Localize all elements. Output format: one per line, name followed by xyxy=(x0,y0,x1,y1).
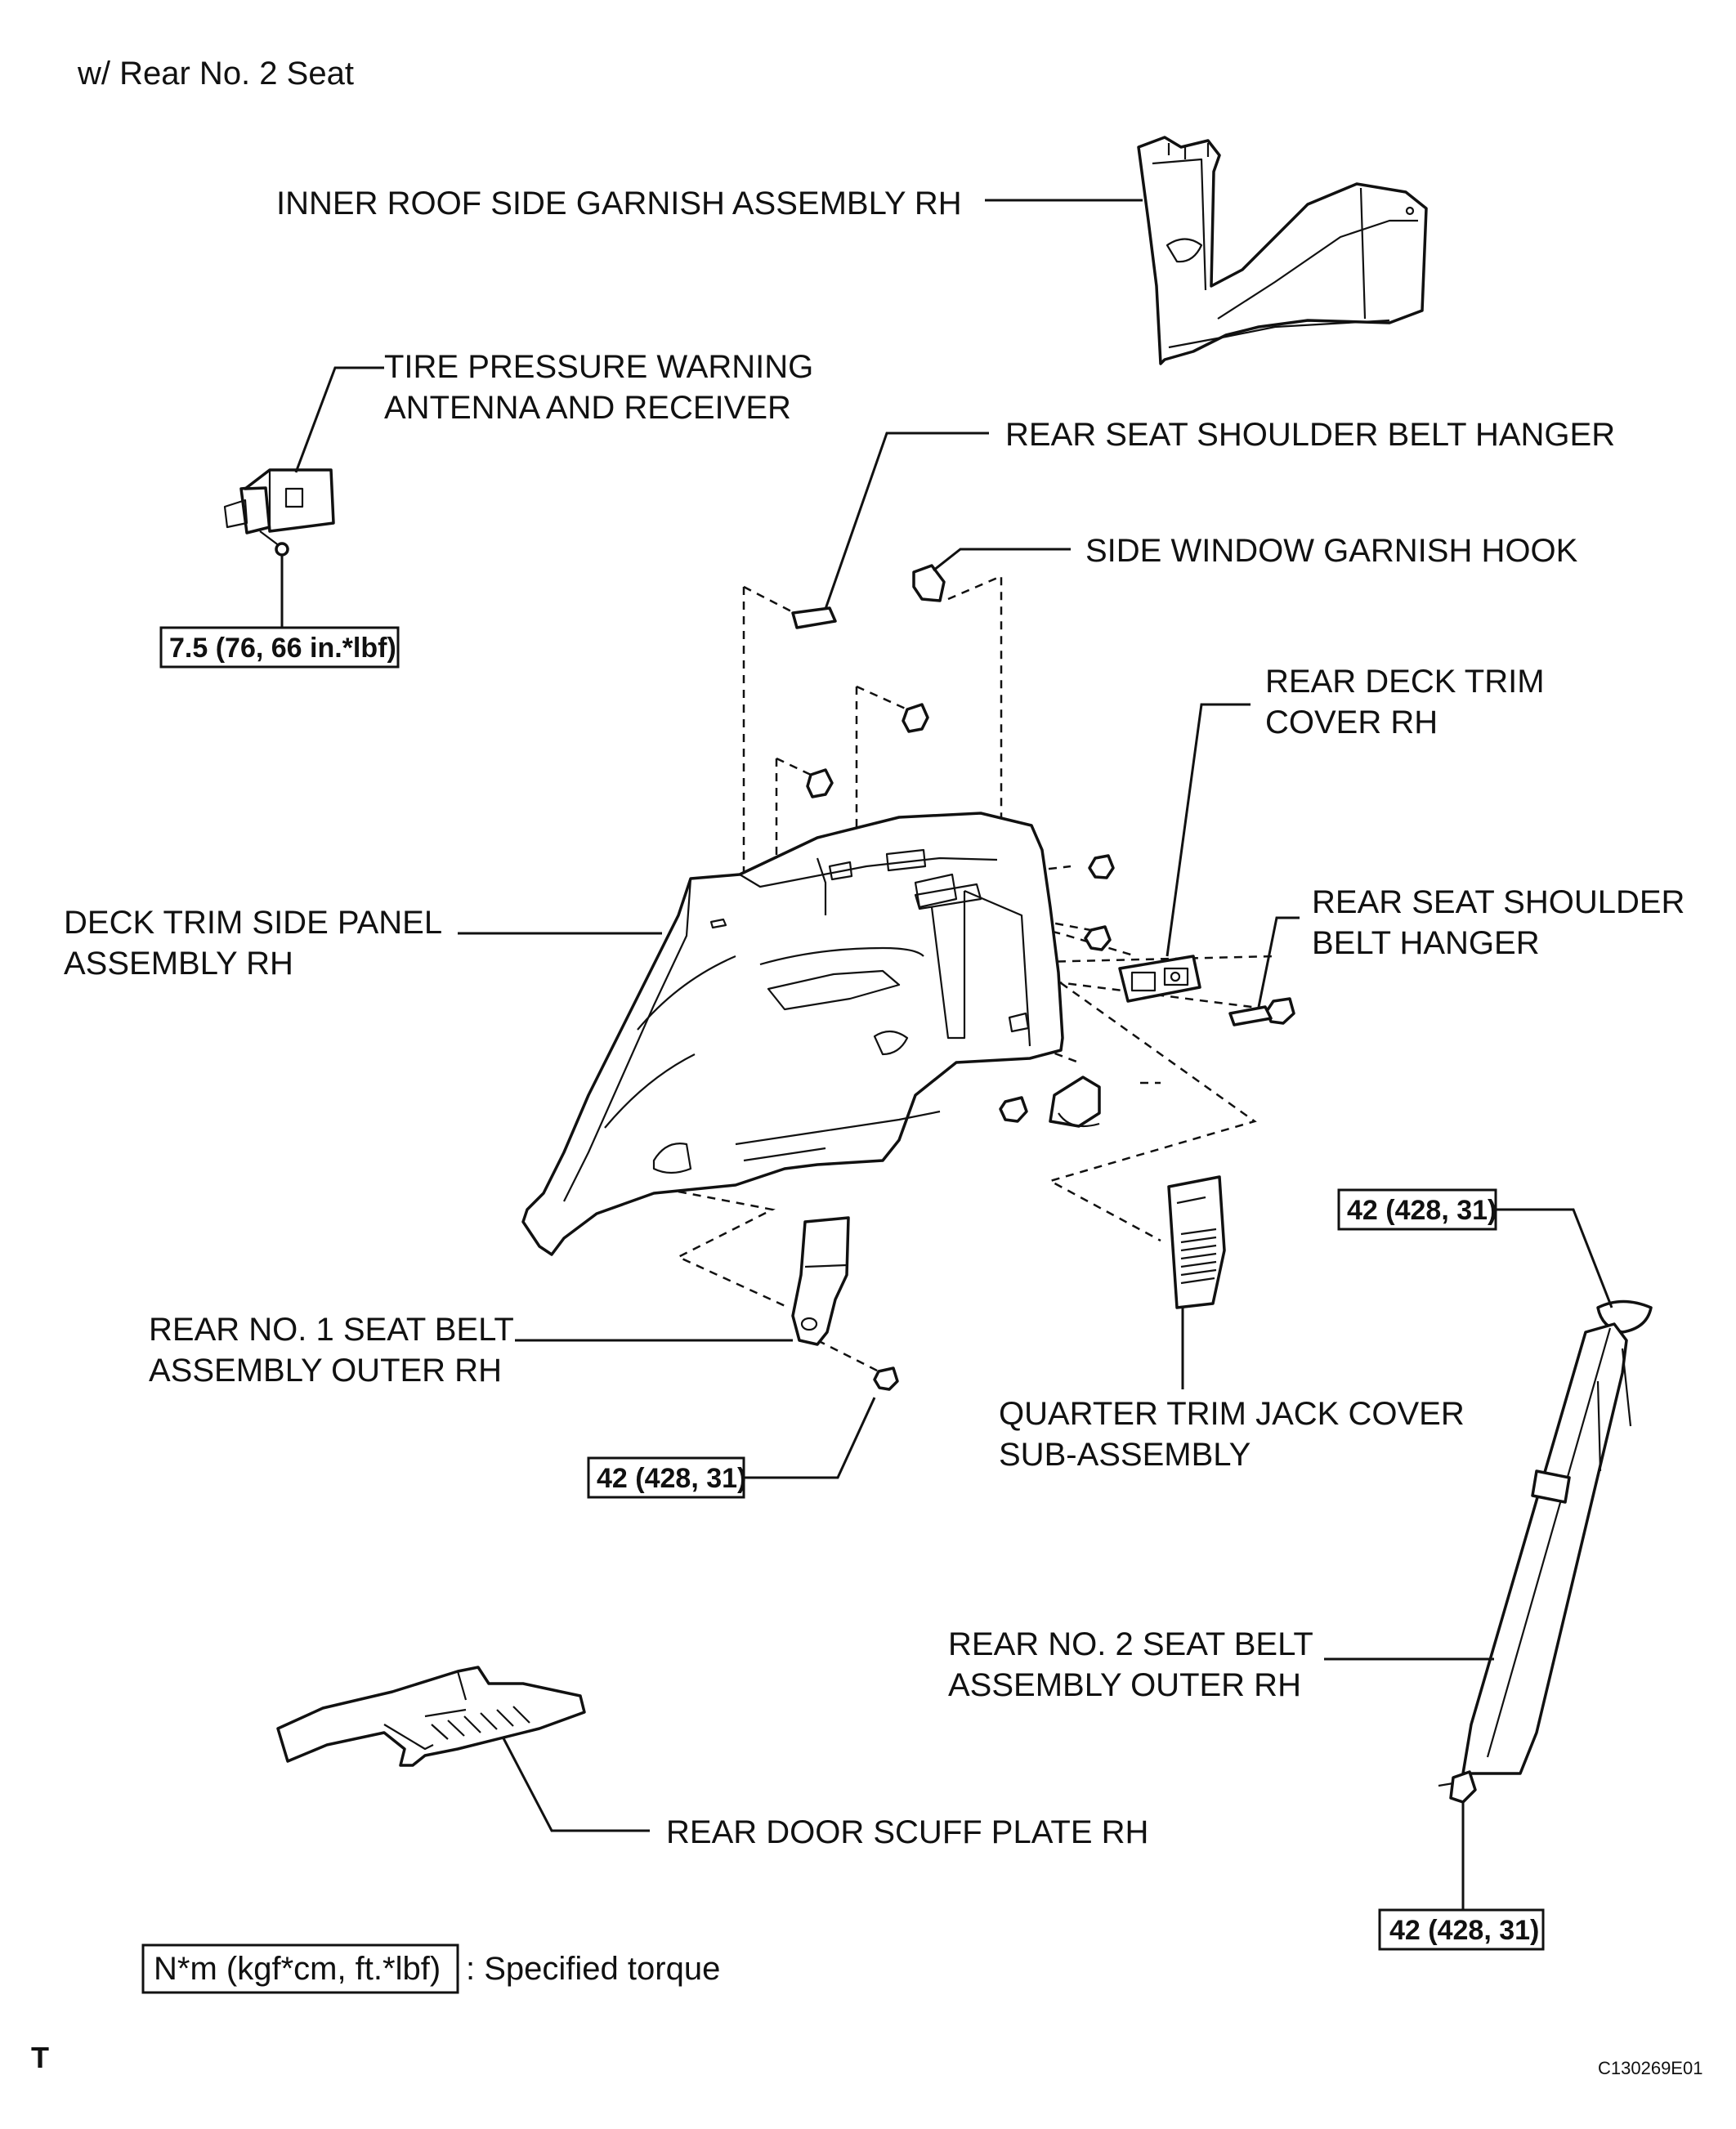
deck-cover-leader xyxy=(1166,703,1251,957)
inner-roof-side-garnish-drawing xyxy=(1137,136,1428,365)
hook-bracket-drawing xyxy=(1049,1076,1101,1128)
belt1-torque-value: 42 (428, 31) xyxy=(597,1463,746,1494)
scuff-label: REAR DOOR SCUFF PLATE RH xyxy=(666,1814,1148,1850)
belt2-top-leader xyxy=(1496,1208,1613,1308)
legend-unit-text: N*m (kgf*cm, ft.*lbf) xyxy=(154,1951,441,1987)
tire-torque-value: 7.5 (76, 66 in.*lbf) xyxy=(169,633,396,664)
shoulder-top-label: REAR SEAT SHOULDER BELT HANGER xyxy=(1005,417,1615,453)
shoulder-right-leader xyxy=(1257,916,1300,1008)
jack-label-line2: SUB-ASSEMBLY xyxy=(999,1437,1251,1473)
tire-pressure-receiver-drawing xyxy=(223,468,335,557)
legend-description: : Specified torque xyxy=(466,1951,720,1987)
scuff-leader xyxy=(501,1736,650,1832)
side-window-label: SIDE WINDOW GARNISH HOOK xyxy=(1085,533,1578,569)
side-window-leader xyxy=(933,548,1071,572)
corner-mark: T xyxy=(31,2041,49,2074)
figure-code: C130269E01 xyxy=(1598,2058,1702,2078)
belt1-bolt-leader xyxy=(744,1397,876,1479)
deck-cover-label-line1: REAR DECK TRIM xyxy=(1265,664,1545,700)
belt2-top-torque-box xyxy=(1337,1188,1497,1231)
deck-trim-side-panel-drawing xyxy=(521,812,1064,1256)
shoulder-belt-hanger-right-drawing xyxy=(1228,1005,1273,1026)
belt2-label-line2: ASSEMBLY OUTER RH xyxy=(948,1667,1301,1703)
belt1-label-line2: ASSEMBLY OUTER RH xyxy=(149,1353,502,1389)
rear-deck-trim-cover-drawing xyxy=(1118,955,1201,1003)
quarter-trim-jack-cover-drawing xyxy=(1167,1175,1226,1309)
variant-heading: w/ Rear No. 2 Seat xyxy=(77,56,354,92)
belt2-top-torque-value: 42 (428, 31) xyxy=(1347,1195,1497,1226)
deck-side-label-line1: DECK TRIM SIDE PANEL xyxy=(64,905,442,941)
tire-label-line1: TIRE PRESSURE WARNING xyxy=(384,349,813,385)
tire-torque-box xyxy=(159,626,400,669)
tire-leader xyxy=(294,366,384,473)
fastener-screws xyxy=(806,703,1295,1391)
inner-roof-label: INNER ROOF SIDE GARNISH ASSEMBLY RH xyxy=(276,186,962,221)
shoulder-top-leader xyxy=(824,432,989,610)
tire-label-line2: ANTENNA AND RECEIVER xyxy=(384,390,791,426)
belt1-torque-box xyxy=(587,1456,745,1499)
belt2-bottom-torque-value: 42 (428, 31) xyxy=(1389,1915,1539,1946)
shoulder-right-label-line2: BELT HANGER xyxy=(1312,925,1540,961)
shoulder-right-label-line1: REAR SEAT SHOULDER xyxy=(1312,884,1685,920)
belt1-label-line1: REAR NO. 1 SEAT BELT xyxy=(149,1312,514,1348)
belt2-bottom-torque-box xyxy=(1378,1908,1545,1951)
belt2-label-line1: REAR NO. 2 SEAT BELT xyxy=(948,1626,1313,1662)
legend-unit-box xyxy=(141,1943,459,1994)
deck-cover-label-line2: COVER RH xyxy=(1265,704,1438,740)
jack-label-line1: QUARTER TRIM JACK COVER xyxy=(999,1396,1465,1432)
rear-door-scuff-plate-drawing xyxy=(276,1666,586,1767)
shoulder-belt-hanger-top-drawing xyxy=(791,606,837,629)
deck-side-label-line2: ASSEMBLY RH xyxy=(64,946,293,982)
side-window-hook-drawing xyxy=(912,564,946,602)
rear-no1-seat-belt-drawing xyxy=(791,1216,850,1346)
rear-no2-seat-belt-drawing xyxy=(1438,1299,1653,1804)
